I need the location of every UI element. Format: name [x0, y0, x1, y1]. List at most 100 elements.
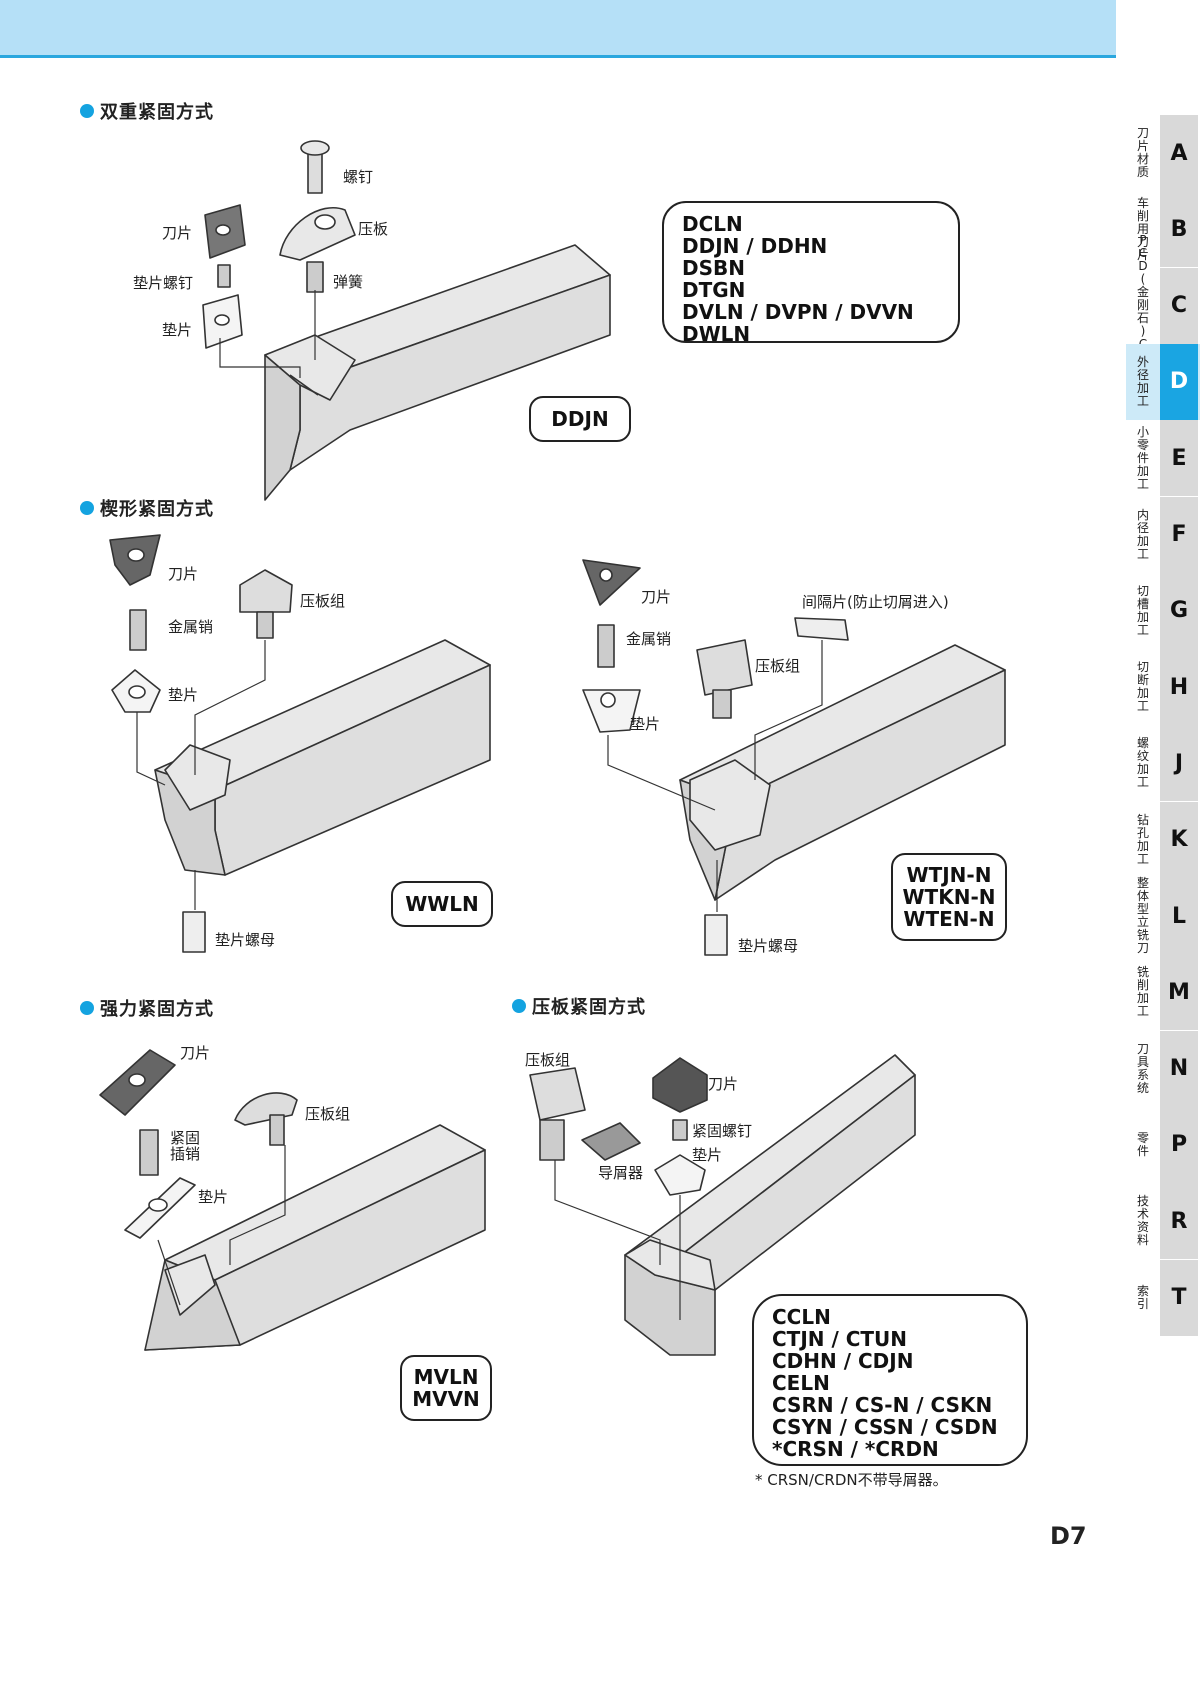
chip-breaker-icon — [581, 1122, 641, 1161]
tab-f[interactable]: 内径加工 F — [1126, 496, 1200, 573]
bullet-dot-icon — [512, 999, 526, 1013]
header-band — [0, 0, 1116, 58]
tab-label: 零件 — [1136, 1130, 1149, 1158]
label-metal-pin: 金属销 — [168, 618, 214, 636]
tab-label: 螺纹加工 — [1136, 736, 1149, 790]
label-chip-breaker: 导屑器 — [598, 1164, 644, 1182]
model-list-top-clamp: CCLN CTJN / CTUN CDHN / CDJN CELN CSRN /… — [752, 1294, 1028, 1466]
model-list-item: DDJN / DDHN — [682, 234, 828, 258]
lock-pin-icon — [139, 1129, 159, 1176]
model-code: MVLN — [413, 1365, 479, 1389]
clamp-group-icon — [529, 1067, 586, 1121]
model-box-wtjn: WTJN-N WTKN-N WTEN-N — [891, 853, 1007, 941]
label-shim-screw: 垫片螺钉 — [133, 274, 194, 292]
label-shim-nut: 垫片螺母 — [215, 931, 276, 949]
tab-label: 整体型立铣刀 — [1136, 876, 1149, 955]
label-shim: 垫片 — [198, 1188, 229, 1206]
tab-label: 切槽加工 — [1136, 583, 1149, 637]
label-shim: 垫片 — [162, 321, 193, 339]
section-title-double-clamp: 双重紧固方式 — [80, 98, 214, 124]
shim-screw-icon — [217, 264, 231, 288]
metal-pin-icon — [129, 609, 147, 651]
shim-nut-icon — [182, 911, 206, 953]
tab-label: 切断加工 — [1136, 660, 1149, 714]
tool-holder-wwln — [154, 639, 491, 876]
model-box-wwln: WWLN — [391, 881, 493, 927]
tab-letter: E — [1160, 420, 1198, 497]
tab-letter: T — [1160, 1259, 1198, 1336]
model-list-item: CSYN / CSSN / CSDN — [772, 1415, 998, 1439]
tab-label: 内径加工 — [1136, 507, 1149, 561]
label-shim: 垫片 — [692, 1146, 723, 1164]
tool-holder-ccln — [624, 1054, 916, 1356]
section-title-top-clamp: 压板紧固方式 — [512, 993, 646, 1019]
label-clamp-group: 压板组 — [300, 592, 346, 610]
label-spring: 弹簧 — [333, 273, 364, 291]
label-screw: 螺钉 — [343, 168, 374, 186]
label-shim-nut: 垫片螺母 — [738, 937, 799, 955]
model-list-item: CDHN / CDJN — [772, 1349, 914, 1373]
clamp-icon — [279, 207, 356, 261]
tab-label: 铣削加工 — [1136, 965, 1149, 1019]
tab-letter: B — [1160, 191, 1198, 268]
shim-nut-icon — [704, 914, 728, 956]
square-insert-icon — [652, 1057, 708, 1113]
model-list-item: *CRSN / *CRDN — [772, 1437, 939, 1461]
shim-icon — [582, 689, 641, 733]
tab-letter: R — [1160, 1183, 1198, 1260]
label-insert: 刀片 — [162, 224, 193, 242]
model-code: WTJN-N — [906, 863, 992, 887]
bullet-dot-icon — [80, 1001, 94, 1015]
spring-icon — [306, 261, 324, 293]
label-insert: 刀片 — [708, 1075, 739, 1093]
tab-label: 外径加工 — [1136, 354, 1149, 408]
label-lock-pin: 紧固 插销 — [170, 1129, 201, 1163]
label-shim: 垫片 — [168, 686, 199, 704]
bullet-dot-icon — [80, 104, 94, 118]
tab-letter: A — [1160, 115, 1198, 191]
tab-label: 车削用刀片 — [1136, 195, 1149, 262]
model-list-item: DTGN — [682, 278, 746, 302]
label-clamp: 压板 — [358, 220, 389, 238]
model-code: WTKN-N — [902, 885, 996, 909]
label-insert: 刀片 — [168, 565, 199, 583]
metal-pin-icon — [597, 624, 615, 668]
model-list-item: CELN — [772, 1371, 830, 1395]
tab-label: 技术资料 — [1136, 1194, 1149, 1248]
model-box-mvln: MVLN MVVN — [400, 1355, 492, 1421]
tab-letter: F — [1160, 496, 1198, 573]
tab-b[interactable]: 车削用刀片 B — [1126, 191, 1200, 268]
shim-icon — [654, 1154, 706, 1196]
model-list-item: DSBN — [682, 256, 745, 280]
model-list-item: DVLN / DVPN / DVVN — [682, 300, 914, 324]
tool-holder-ddjn — [264, 244, 611, 501]
tab-e[interactable]: 小零件加工 E — [1126, 420, 1200, 497]
label-clamp-group: 压板组 — [305, 1105, 351, 1123]
section-title-wedge-clamp: 楔形紧固方式 — [80, 495, 214, 521]
section-title-power-clamp: 强力紧固方式 — [80, 995, 214, 1021]
model-list-item: DCLN — [682, 212, 743, 236]
tool-holder-mvln — [144, 1124, 486, 1351]
model-code: WTEN-N — [903, 907, 995, 931]
tab-r[interactable]: 技术资料 R — [1126, 1183, 1200, 1260]
clamp-group-icon — [239, 569, 293, 613]
tab-label: 小零件加工 — [1136, 424, 1149, 491]
spacer-icon — [794, 617, 849, 641]
label-metal-pin: 金属销 — [626, 630, 672, 648]
model-list-item: DWLN — [682, 322, 751, 346]
page-number: D7 — [1050, 1522, 1087, 1550]
label-lock-screw: 紧固螺钉 — [692, 1122, 753, 1140]
tab-c[interactable]: PCD(金刚石)CBNC — [1126, 234, 1200, 377]
model-list-item: CCLN — [772, 1305, 831, 1329]
